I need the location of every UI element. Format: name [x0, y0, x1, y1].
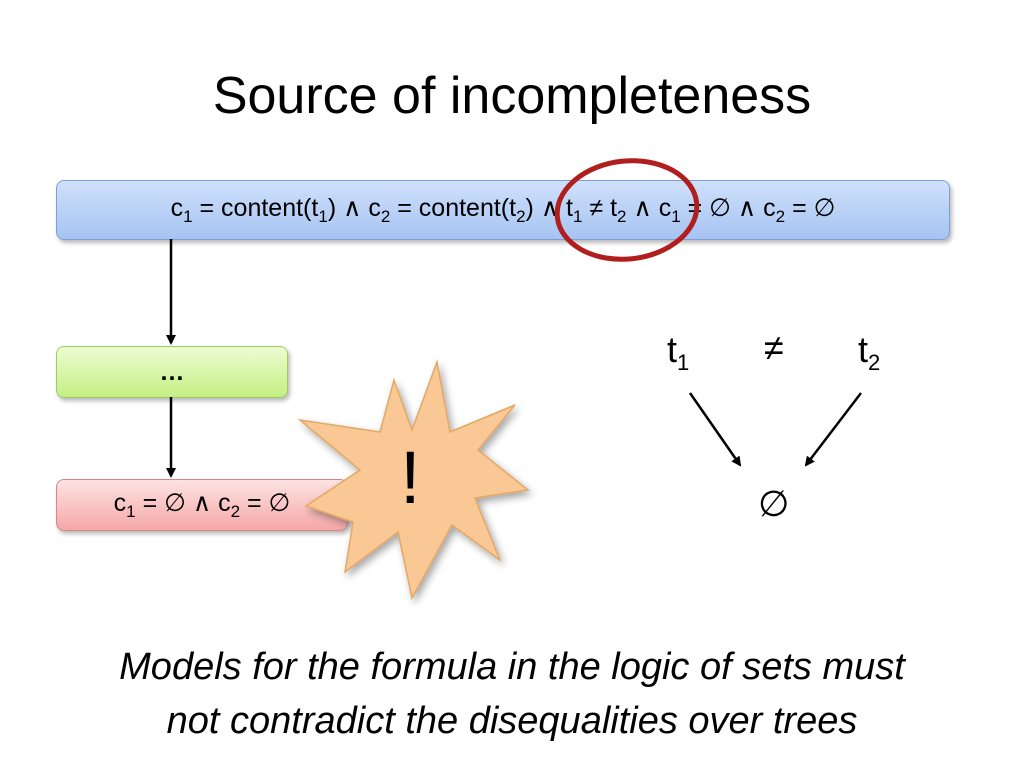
- ellipsis-text: …: [159, 357, 185, 386]
- node-neq: ≠: [764, 327, 784, 368]
- top-formula: c1 = content(t1) ∧ c2 = content(t2) ∧ t1…: [170, 194, 836, 226]
- exclamation-mark: !: [400, 436, 421, 519]
- ellipsis-box: …: [56, 346, 288, 398]
- arrow-t1-to-empty: [688, 392, 742, 467]
- caption-line-1: Models for the formula in the logic of s…: [119, 646, 905, 688]
- empty-sets-box: c1 = ∅ ∧ c2 = ∅: [56, 479, 348, 531]
- slide-caption: Models for the formula in the logic of s…: [0, 640, 1024, 748]
- slide-title: Source of incompleteness: [212, 67, 812, 125]
- node-empty-set: ∅: [758, 483, 790, 524]
- top-formula-box: c1 = content(t1) ∧ c2 = content(t2) ∧ t1…: [56, 180, 950, 240]
- node-t1: t1: [667, 329, 690, 376]
- node-t2: t2: [858, 329, 881, 376]
- caption-line-2: not contradict the disequalities over tr…: [166, 700, 858, 742]
- arrow-t2-to-empty: [804, 392, 862, 467]
- empty-sets-formula: c1 = ∅ ∧ c2 = ∅: [113, 489, 291, 521]
